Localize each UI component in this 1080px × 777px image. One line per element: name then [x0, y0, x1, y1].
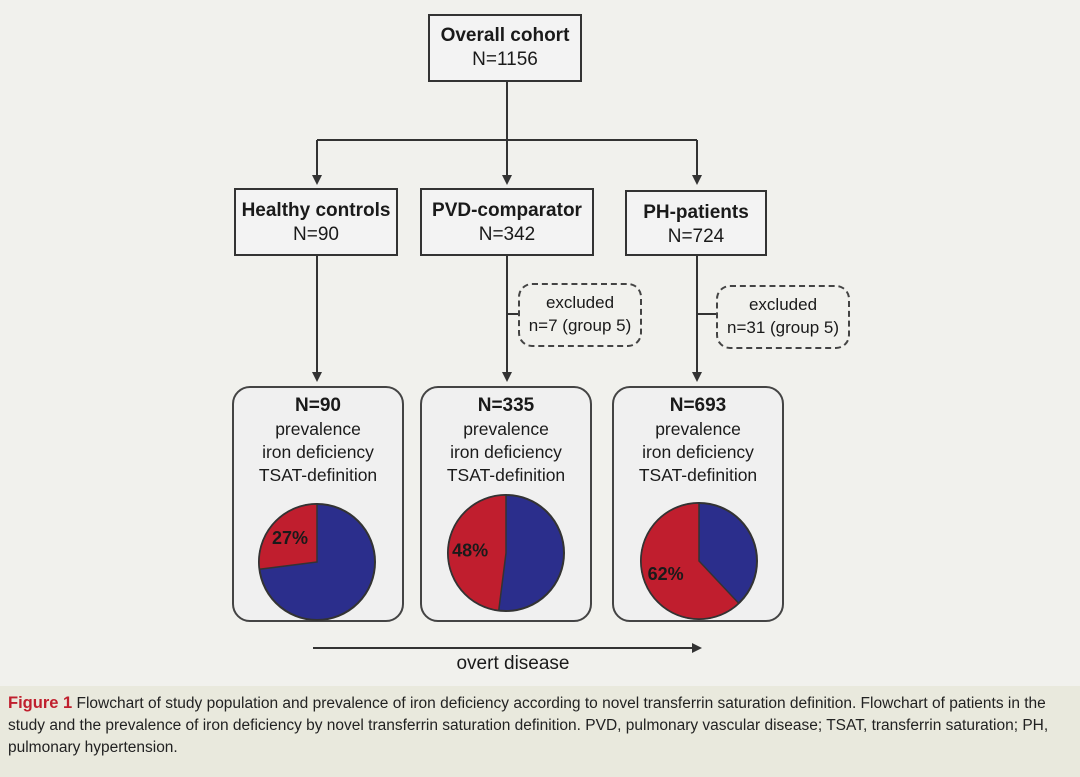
pvd-result-n: N=335 — [477, 395, 535, 416]
pvd-comparator-box: PVD-comparator N=342 — [420, 188, 594, 256]
ph-pie-iron-deficiency-slice — [640, 502, 740, 620]
ph-patients-title: PH-patients — [643, 202, 749, 223]
figure-caption: Figure 1 Flowchart of study population a… — [0, 686, 1080, 777]
overt-disease-label: overt disease — [456, 653, 570, 674]
pvd-prevalence-pie: 48% — [447, 494, 565, 612]
ph-patients-box: PH-patients N=724 — [625, 190, 767, 256]
healthy-result-line2: iron deficiency — [262, 442, 374, 462]
ph-result-line3: TSAT-definition — [638, 465, 758, 485]
pvd-exclusion-label: excluded — [545, 293, 615, 312]
healthy-pie-iron-deficiency-slice — [258, 503, 318, 571]
ph-exclusion-box: excluded n=31 (group 5) — [716, 285, 850, 349]
flowchart: Overall cohort N=1156 Healthy controls N… — [232, 14, 850, 674]
ph-pie-percent-label: 62% — [648, 564, 684, 584]
ph-patients-n: N=724 — [667, 226, 725, 247]
pvd-exclusion-count: n=7 (group 5) — [528, 316, 632, 335]
pvd-comparator-title: PVD-comparator — [432, 200, 582, 221]
pvd-result-line2: iron deficiency — [450, 442, 562, 462]
healthy-pie-percent-label: 27% — [272, 528, 308, 548]
figure-caption-text: Flowchart of study population and preval… — [8, 695, 1049, 756]
pvd-result-line1: prevalence — [463, 419, 549, 439]
healthy-controls-box: Healthy controls N=90 — [234, 188, 398, 256]
pvd-exclusion-box: excluded n=7 (group 5) — [518, 283, 642, 347]
ph-result-line1: prevalence — [655, 419, 741, 439]
healthy-controls-title: Healthy controls — [241, 200, 391, 221]
pvd-pie-iron-deficiency-slice — [447, 494, 507, 612]
ph-prevalence-pie: 62% — [640, 502, 758, 620]
connector-lines — [312, 80, 716, 653]
overall-cohort-box: Overall cohort N=1156 — [428, 14, 582, 82]
healthy-controls-n: N=90 — [293, 224, 339, 245]
pvd-pie-percent-label: 48% — [452, 541, 488, 561]
ph-result-n: N=693 — [669, 395, 727, 416]
prevalence-pies: 27% 48% 62% — [258, 494, 758, 621]
pvd-result-line3: TSAT-definition — [446, 465, 566, 485]
ph-exclusion-count: n=31 (group 5) — [727, 318, 839, 337]
ph-exclusion-label: excluded — [748, 295, 818, 314]
figure-label: Figure 1 — [8, 694, 73, 712]
ph-result-line2: iron deficiency — [642, 442, 754, 462]
overall-cohort-n: N=1156 — [472, 49, 538, 70]
pvd-comparator-n: N=342 — [478, 224, 536, 245]
healthy-prevalence-pie: 27% — [258, 503, 376, 621]
overall-cohort-title: Overall cohort — [440, 25, 570, 46]
healthy-result-n: N=90 — [295, 395, 341, 416]
healthy-result-line1: prevalence — [275, 419, 361, 439]
healthy-result-line3: TSAT-definition — [258, 465, 378, 485]
